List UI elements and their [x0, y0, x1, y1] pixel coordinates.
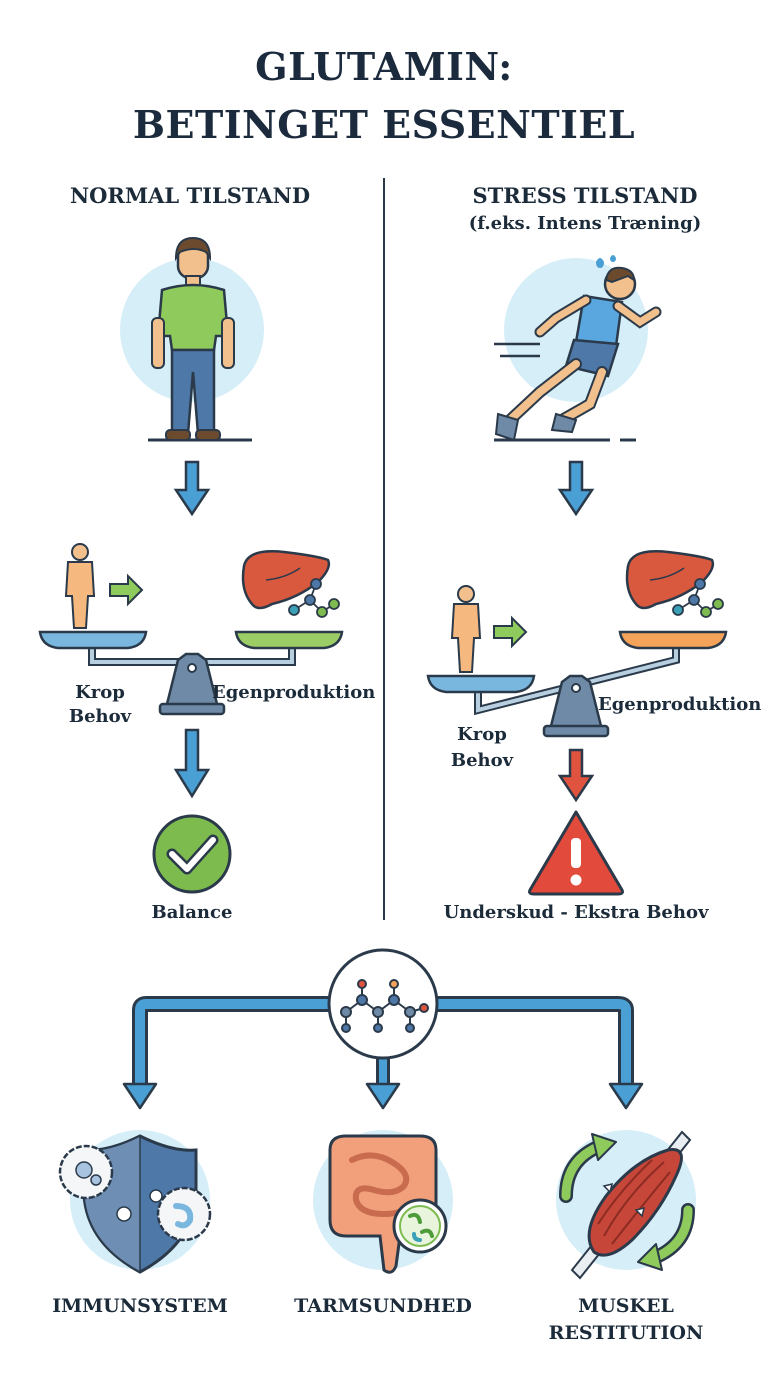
right-arrow-icon	[109, 573, 144, 607]
down-arrow-red-icon	[557, 748, 595, 803]
gut-label: TARMSUNDHED	[294, 1295, 472, 1317]
stress-result-label: Underskud - Ekstra Behov	[443, 902, 709, 923]
normal-body-need-label-2: Behov	[68, 706, 132, 727]
title-line-2: BETINGET ESSENTIEL	[132, 102, 636, 147]
down-arrow-icon	[557, 460, 595, 517]
immune-cell-icon	[156, 1186, 212, 1242]
right-arrow-icon	[493, 615, 528, 649]
muscle-label-1: MUSKEL	[578, 1295, 674, 1317]
molecule-icon	[672, 578, 724, 618]
running-person-icon	[494, 255, 662, 442]
stress-production-label: Egenproduktion	[598, 694, 762, 715]
down-arrow-icon	[173, 728, 211, 799]
title-line-1: GLUTAMIN:	[255, 44, 513, 89]
immune-shield-icon	[58, 1130, 212, 1274]
muscle-label-2: RESTITUTION	[548, 1322, 704, 1344]
branch-arrows	[122, 996, 644, 1110]
recovery-arrow-icon	[637, 1203, 695, 1271]
stress-subheading: (f.eks. Intens Træning)	[468, 213, 702, 234]
normal-heading: NORMAL TILSTAND	[69, 183, 311, 208]
muscle-recovery-icon	[556, 1130, 696, 1280]
small-person-icon	[450, 585, 482, 673]
intestine-icon	[313, 1130, 453, 1274]
tilted-scale-icon	[426, 550, 728, 738]
glutamine-molecule-icon	[327, 948, 439, 1060]
recovery-arrow-icon	[559, 1133, 617, 1203]
stress-body-need-label-2: Behov	[450, 750, 514, 771]
normal-result-label: Balance	[151, 902, 233, 923]
normal-production-label: Egenproduktion	[212, 682, 376, 703]
warning-icon	[528, 810, 624, 896]
stress-body-need-label-1: Krop	[457, 724, 507, 745]
immune-cell-icon	[58, 1144, 114, 1200]
check-circle-icon	[152, 814, 232, 894]
immune-label: IMMUNSYSTEM	[52, 1295, 228, 1317]
gut-bacteria-icon	[392, 1198, 448, 1254]
stress-heading: STRESS TILSTAND	[472, 183, 698, 208]
normal-body-need-label-1: Krop	[75, 682, 125, 703]
molecule-icon	[288, 578, 340, 618]
small-person-icon	[64, 543, 96, 629]
balanced-scale-icon	[38, 543, 344, 716]
standing-person-icon	[120, 236, 264, 442]
down-arrow-icon	[173, 460, 211, 517]
